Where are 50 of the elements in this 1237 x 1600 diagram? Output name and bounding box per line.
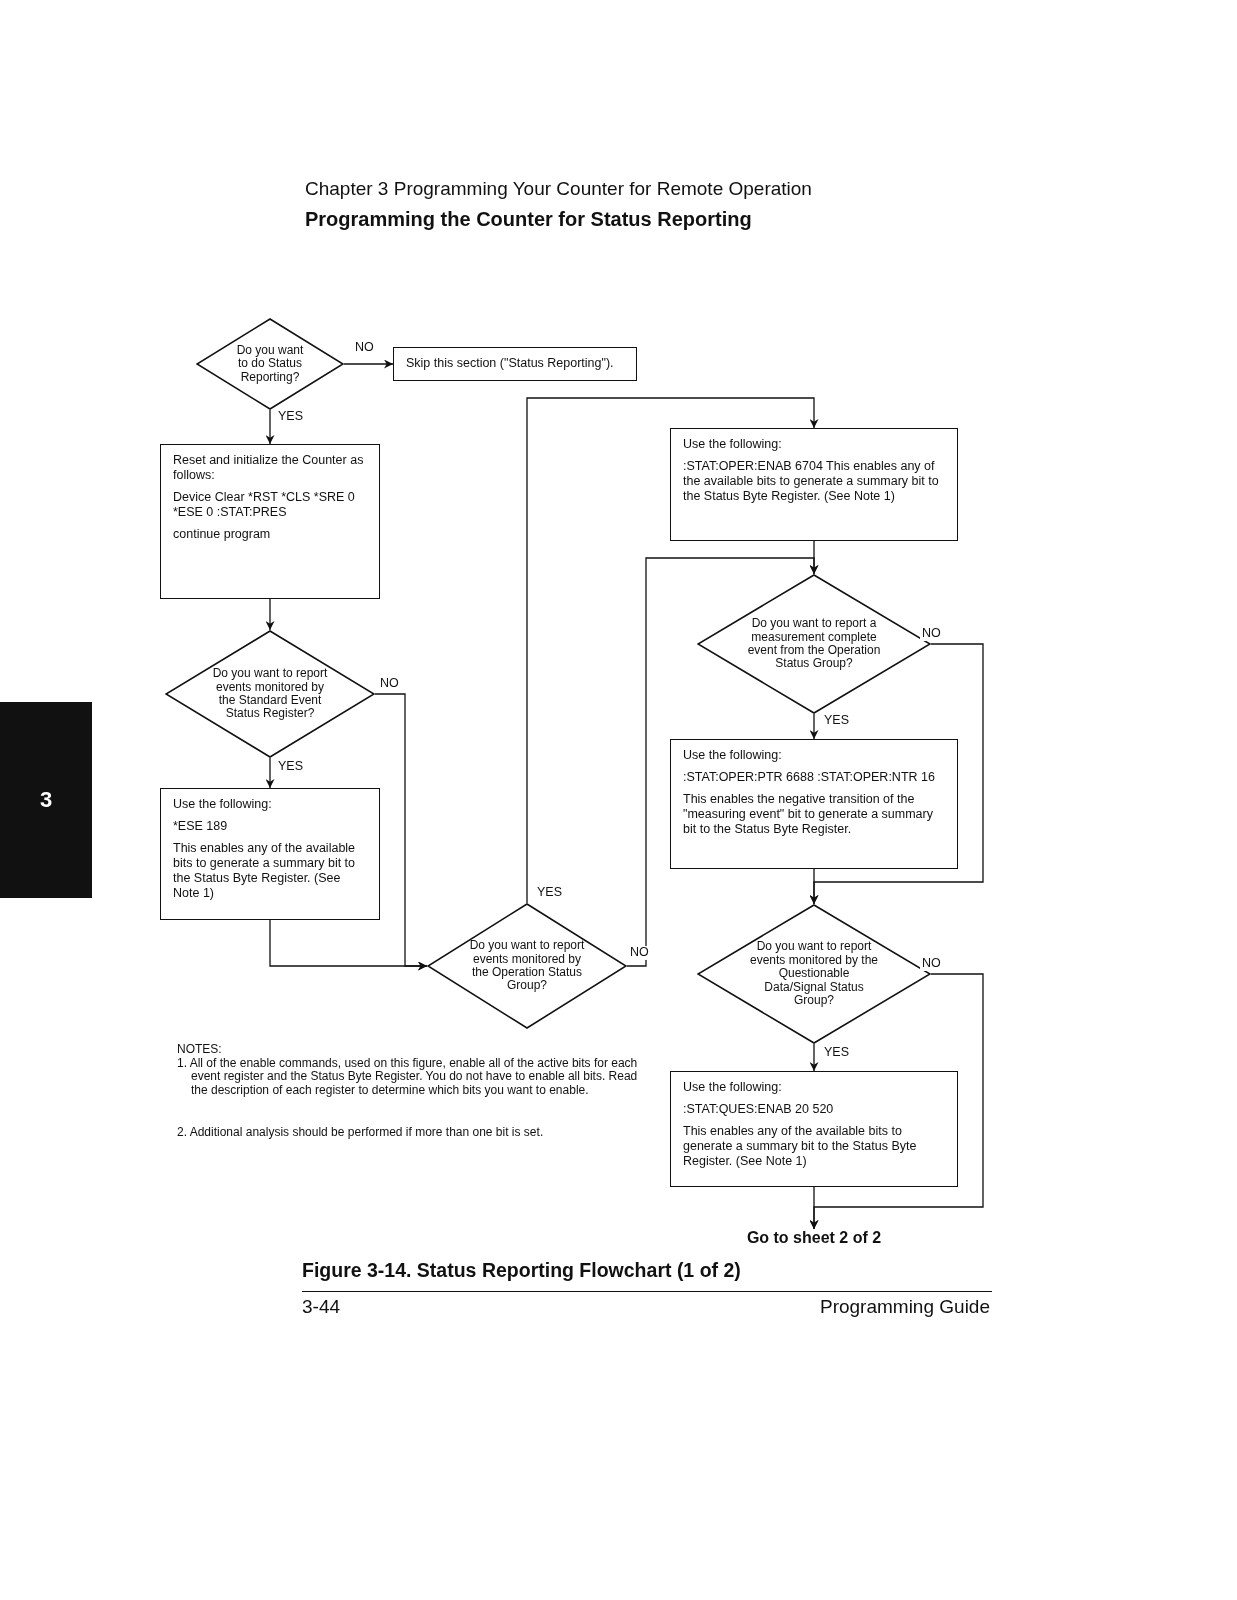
flow-arrow xyxy=(343,359,394,369)
box-text: Use the following: xyxy=(173,797,273,812)
box-text: :STAT:QUES:ENAB 20 520 xyxy=(683,1102,835,1117)
box-text: continue program xyxy=(173,527,272,542)
footer-text: Programming Guide xyxy=(818,1296,990,1318)
flow-arrow xyxy=(265,409,275,445)
flow-arrow xyxy=(526,397,819,904)
connector-text: Go to sheet 2 of 2 xyxy=(729,1229,899,1251)
box-text: :STAT:OPER:PTR 6688 :STAT:OPER:NTR 16 xyxy=(683,770,936,785)
flow-arrow xyxy=(265,757,275,789)
note-text: 2. Additional analysis should be performed if more than one bit is set. xyxy=(177,1125,545,1139)
flow-arrow xyxy=(809,868,819,905)
decision-text: Do you want to report events monitored by the Questionable Data/Signal Status Group? xyxy=(748,940,880,1008)
flow-arrow xyxy=(809,1043,819,1072)
figure-caption: Figure 3-14. Status Reporting Flowchart (1 of 2) xyxy=(302,1259,742,1282)
box-text: Skip this section ("Status Reporting"). xyxy=(406,356,615,371)
chapter-header: Chapter 3 Programming Your Counter for Remote Operation xyxy=(305,178,813,200)
process-box xyxy=(670,428,958,541)
box-text: This enables any of the available bits to generate a summary bit to the Status Byte Register. (See Note 1) xyxy=(173,841,357,901)
process-box xyxy=(670,739,958,869)
box-text: *ESE 189 xyxy=(173,819,229,834)
box-text: Use the following: xyxy=(683,437,783,452)
flow-arrow xyxy=(809,1186,819,1230)
process-box xyxy=(160,788,380,920)
process-box xyxy=(393,347,637,381)
box-text: :STAT:OPER:ENAB 6704 This enables any of the available bits to generate a summary bit to the Status Byte Register. (See Note 1) xyxy=(683,459,940,504)
decision-diamond xyxy=(427,903,627,1029)
chapter-tab: 3 xyxy=(0,702,92,898)
decision-diamond xyxy=(165,630,375,758)
process-box xyxy=(670,1071,958,1187)
flow-arrow xyxy=(809,713,819,740)
flow-arrow xyxy=(265,598,275,631)
section-title: Programming the Counter for Status Reporting xyxy=(305,208,753,231)
decision-text: Do you want to do Status Reporting? xyxy=(235,343,305,385)
box-text: Device Clear *RST *CLS *SRE 0 *ESE 0 :STAT:PRES xyxy=(173,490,356,520)
decision-diamond xyxy=(196,318,344,410)
note-text: 1. All of the enable commands, used on this figure, enable all of the active bits for each event register and the Status Byte Register. You do not have to enable all bits. Read the description of each register to determine which bits you want to enable. xyxy=(177,1057,639,1098)
box-text: Use the following: xyxy=(683,1080,783,1095)
box-text: Reset and initialize the Counter as follows: xyxy=(173,453,365,483)
decision-text: Do you want to report events monitored by the Operation Status Group? xyxy=(468,939,586,993)
decision-text: Do you want to report a measurement complete event from the Operation Status Group? xyxy=(747,617,881,671)
process-box xyxy=(160,444,380,599)
box-text: This enables the negative transition of the "measuring event" bit to generate a summary bit to the Status Byte Register. xyxy=(683,792,934,837)
notes-heading: NOTES: xyxy=(177,1042,223,1056)
decision-text: Do you want to report events monitored by the Standard Event Status Register? xyxy=(211,667,329,721)
page-number: 3-44 xyxy=(302,1296,342,1318)
flow-arrow xyxy=(269,919,428,971)
box-text: Use the following: xyxy=(683,748,783,763)
flow-arrow xyxy=(809,540,819,575)
box-text: This enables any of the available bits to generate a summary bit to the Status Byte Register. (See Note 1) xyxy=(683,1124,918,1169)
